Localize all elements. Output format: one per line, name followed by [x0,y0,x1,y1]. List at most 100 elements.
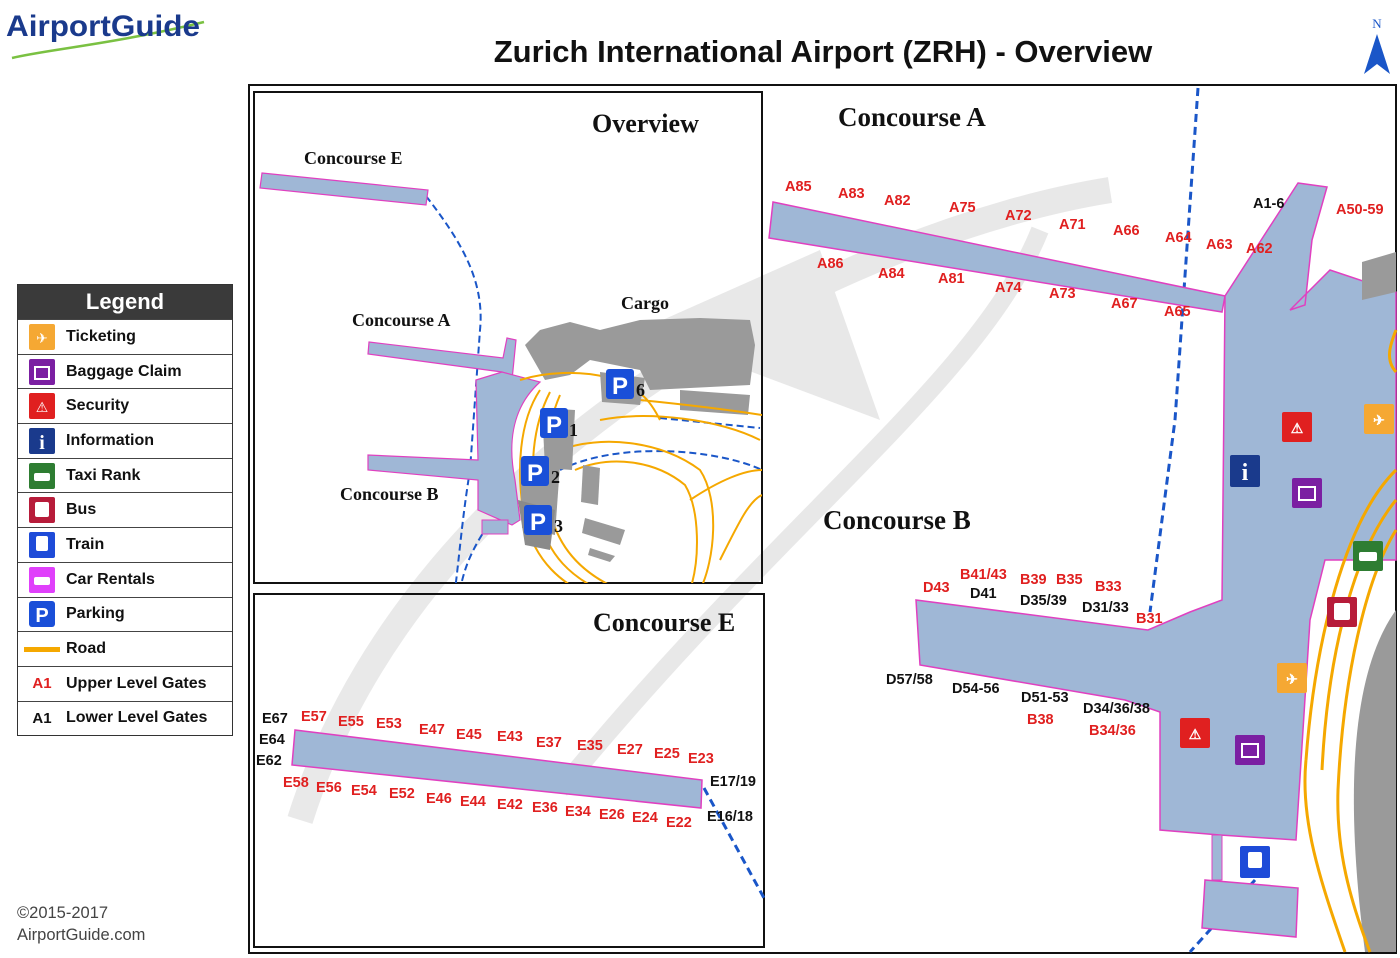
gate-label: E26 [599,807,625,823]
gate-label: D43 [923,580,950,596]
taxi-icon [29,462,55,489]
train-station-building [1201,879,1299,938]
legend-label: Train [66,535,105,553]
gate-label: A83 [838,186,865,202]
information-icon: i [29,427,55,454]
gate-label: B39 [1020,572,1047,588]
gate-label: E64 [259,732,285,748]
legend-label: Upper Level Gates [66,674,207,692]
legend-label: Car Rentals [66,570,155,588]
gate-label: E46 [426,791,452,807]
legend-label: Information [66,431,154,449]
building [588,548,615,562]
train-icon [1240,846,1270,878]
upper-gate-sample: A1 [32,675,52,693]
svg-text:⚠: ⚠ [36,399,49,415]
gate-label: E42 [497,797,523,813]
concourse-b-stub [481,519,509,535]
parking-number: 1 [569,420,578,440]
baggage-claim-icon [1292,478,1322,508]
gate-label: A62 [1246,241,1273,257]
road-icon [24,647,60,653]
parking-icon: P [524,505,552,536]
parking-number: 3 [554,516,563,536]
legend-item: Road [18,631,232,666]
cargo-building [680,390,750,415]
gate-label: A64 [1165,230,1192,246]
gate-label: A85 [785,179,812,195]
gate-label: E58 [283,775,309,791]
gate-label: A75 [949,200,976,216]
svg-text:P: P [35,605,48,627]
legend: Legend ✈ Ticketing Baggage Claim ⚠ Secur… [17,284,233,737]
gate-label: E25 [654,746,680,762]
gate-label: A81 [938,271,965,287]
legend-label: Baggage Claim [66,362,182,380]
gate-label: D57/58 [886,672,933,688]
parking-number: 2 [551,467,560,487]
gate-label: B33 [1095,579,1122,595]
gate-label: E34 [565,804,591,820]
legend-label: Parking [66,605,125,623]
car-rental-icon [29,566,55,593]
gate-label: A86 [817,256,844,272]
gate-label: E37 [536,735,562,751]
security-icon: ⚠ [1282,412,1312,442]
airportguide-logo: AirportGuide [6,10,205,60]
svg-text:P: P [612,373,628,400]
gate-label: E52 [389,786,415,802]
gate-label: A84 [878,266,905,282]
parking-icon: P [606,369,634,400]
parking-icon: P [540,408,568,439]
gate-label: A50-59 [1336,202,1384,218]
parking-number: 6 [636,380,645,400]
gate-label: D34/36/38 [1083,701,1150,717]
gate-label: E45 [456,727,482,743]
legend-item: Car Rentals [18,561,232,597]
svg-text:✈: ✈ [1286,671,1298,687]
rail-line [702,787,766,899]
parking-icon: P [29,601,55,628]
gate-label: E57 [301,709,327,725]
concourse-a-pier [768,201,1226,313]
information-icon: i [1230,455,1260,487]
apron-building [1362,252,1396,300]
rail-line [425,195,482,583]
gate-label: E24 [632,810,658,826]
copyright: ©2015-2017 AirportGuide.com [17,902,145,946]
gate-label: A72 [1005,208,1032,224]
svg-text:P: P [527,460,543,487]
svg-text:P: P [530,509,546,536]
concourse-e-title: Concourse E [593,608,735,637]
gate-label: B35 [1056,572,1083,588]
gate-label: A82 [884,193,911,209]
svg-text:✈: ✈ [1373,412,1385,428]
gate-label: A1-6 [1253,196,1284,212]
ticketing-icon-2: ✈ [1277,663,1307,693]
concourse-b-title: Concourse B [823,505,971,535]
lower-gate-sample: A1 [32,709,52,727]
page-title: Zurich International Airport (ZRH) - Ove… [493,34,1153,69]
legend-item: i Information [18,423,232,458]
legend-label: Ticketing [66,327,136,345]
gate-label: E47 [419,722,445,738]
legend-label: Road [66,640,106,658]
logo-swoosh [11,20,205,60]
overview-label-cargo: Cargo [621,293,669,313]
main-detail-map: ⚠ ✈ i ✈ ⚠ Concourse A Concourse B A85 A8… [768,87,1398,954]
building [582,518,625,545]
security-icon: ⚠ [29,393,55,420]
copyright-site: AirportGuide.com [17,926,146,944]
north-label: N [1372,16,1382,31]
cargo-area [525,318,755,390]
gate-label: E36 [532,800,558,816]
legend-label: Security [66,397,130,415]
train-icon [29,531,55,558]
main-terminal-building [915,182,1397,841]
gate-label: B41/43 [960,567,1007,583]
svg-text:⚠: ⚠ [1291,420,1304,436]
overview-label-concourse-b: Concourse B [340,484,439,504]
overview-title: Overview [592,109,699,138]
gate-label: A74 [995,280,1022,296]
concourse-e-panel: Concourse E E57 E55 E53 E47 E45 E43 E37 … [253,593,766,948]
